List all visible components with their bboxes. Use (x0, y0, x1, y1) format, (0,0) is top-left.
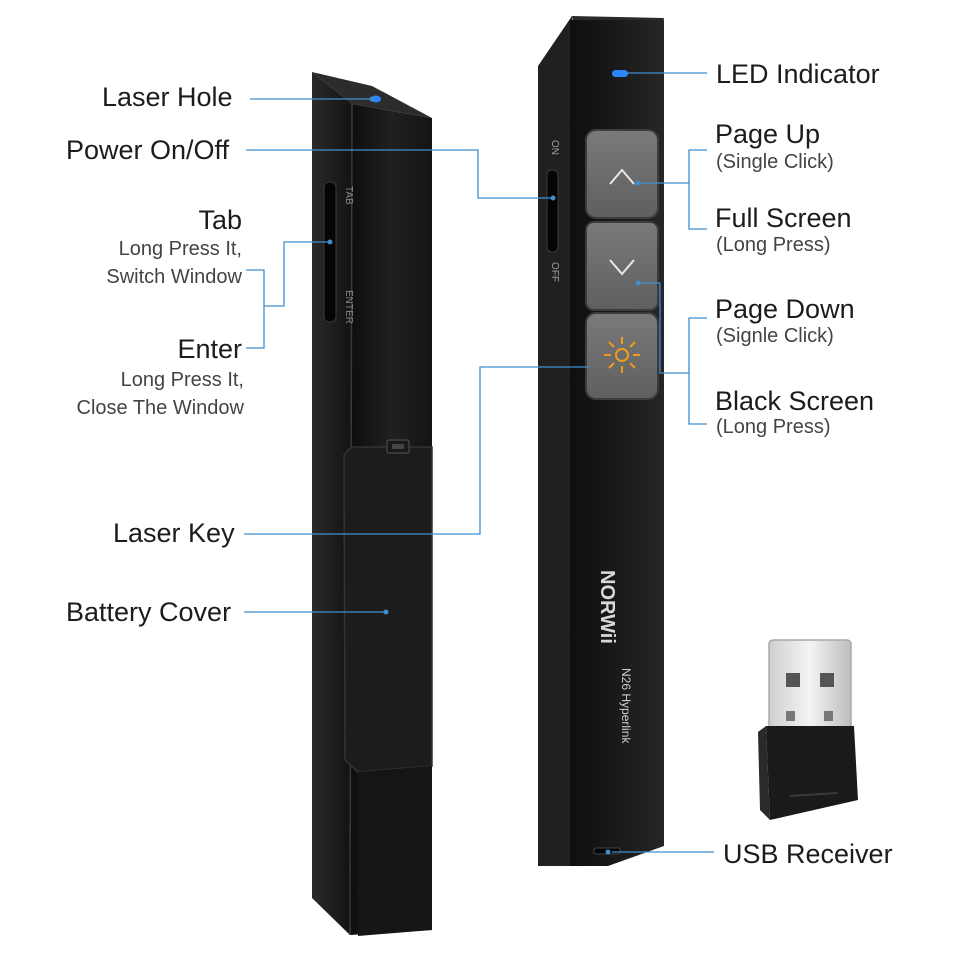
battery-cover-label: Battery Cover (66, 597, 232, 627)
led-indicator-light (612, 70, 628, 77)
page-down-label: Page Down (715, 294, 855, 324)
usb-receiver-body (766, 726, 858, 820)
led-indicator-label: LED Indicator (716, 59, 880, 89)
black-screen-label: Black Screen (715, 386, 875, 416)
chevron-down-icon (609, 259, 635, 276)
tab-desc-line2: Switch Window (106, 266, 242, 288)
leader-page-down (688, 317, 707, 425)
page-up-label: Page Up (715, 119, 821, 149)
chevron-up-icon (609, 168, 635, 185)
leader-tab-enter (246, 269, 265, 349)
side-enter-text: ENTER (343, 290, 354, 324)
full-screen-desc: (Long Press) (716, 234, 831, 256)
leader-lines (244, 72, 714, 855)
laser-key-button[interactable] (585, 312, 659, 400)
power-label: Power On/Off (66, 135, 230, 165)
usb-receiver-dongle (758, 639, 858, 820)
left-top-cap (312, 72, 432, 118)
page-down-button[interactable] (585, 221, 659, 311)
laser-hole-label: Laser Hole (102, 82, 233, 112)
tab-desc-line1: Long Press It, (118, 238, 242, 260)
tab-label: Tab (198, 205, 242, 235)
page-down-desc: (Signle Click) (716, 325, 834, 347)
page-up-desc: (Single Click) (716, 151, 834, 173)
model-name-text: N26 Hyperlink (619, 668, 633, 744)
brand-logo-text: NORWii (596, 570, 618, 644)
right-presenter: ON OFF NORWii N26 Hyperlink (538, 16, 664, 866)
left-presenter: TAB ENTER (312, 72, 433, 936)
black-screen-desc: (Long Press) (716, 416, 831, 438)
power-switch[interactable] (546, 169, 559, 253)
usb-receiver-label: USB Receiver (723, 839, 893, 869)
enter-desc-line2: Close The Window (76, 397, 244, 419)
full-screen-label: Full Screen (715, 203, 852, 233)
leader-laser-key (244, 366, 590, 535)
switch-off-text: OFF (549, 262, 560, 282)
side-tab-text: TAB (343, 186, 354, 205)
left-side-face (312, 72, 352, 935)
page-up-button[interactable] (585, 129, 659, 219)
leader-power (246, 149, 553, 199)
switch-on-text: ON (549, 140, 560, 155)
laser-sun-icon (604, 337, 640, 373)
tab-enter-switch[interactable] (323, 181, 337, 323)
enter-desc-line1: Long Press It, (120, 369, 244, 391)
usb-metal-plug (768, 639, 852, 737)
leader-page-up (688, 149, 707, 230)
enter-label: Enter (177, 334, 242, 364)
battery-cover-panel[interactable] (343, 446, 433, 773)
laser-key-label: Laser Key (113, 518, 235, 548)
